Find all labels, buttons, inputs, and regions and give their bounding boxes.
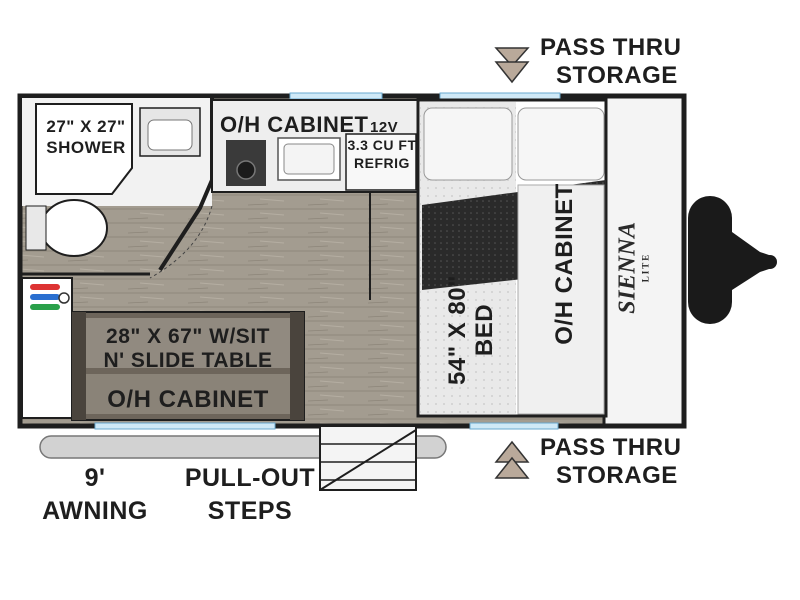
pass-thru-top-line1: PASS THRU	[540, 34, 682, 61]
awning-label: 9' AWNING	[30, 466, 160, 524]
pillow-right	[517, 107, 605, 181]
dinette	[71, 311, 305, 421]
pull-out-steps	[319, 425, 417, 491]
pass-thru-bottom-line1: PASS THRU	[540, 434, 682, 461]
shower-line2: SHOWER	[46, 138, 126, 157]
front-cap	[602, 94, 686, 428]
pass-thru-arrow-top	[494, 47, 530, 84]
oh-cabinet-front-label: O/H CABINET	[551, 183, 578, 345]
propane-tank	[688, 196, 732, 324]
window-bottom-left	[94, 422, 276, 430]
steps-line2: STEPS	[207, 497, 293, 525]
window-bottom-right	[469, 422, 559, 430]
kitchen-counter	[211, 99, 423, 193]
refrig-voltage-label: 12V	[370, 119, 399, 136]
awning-line2: AWNING	[42, 497, 148, 525]
bed-line1: 54" X 80"	[444, 275, 471, 385]
bed-line2: BED	[471, 303, 498, 357]
bathroom-door	[158, 179, 214, 272]
dinette-line1: 28" X 67" W/SIT	[106, 325, 270, 348]
pass-thru-bottom-line2: STORAGE	[556, 462, 678, 489]
window-top-left	[289, 92, 383, 100]
hitch	[688, 196, 777, 324]
refrig-size-label: 3.3 CU FT	[347, 137, 417, 153]
oh-cabinet-dinette-label: O/H CABINET	[107, 386, 269, 413]
refrigerator	[345, 133, 417, 191]
toilet	[40, 199, 108, 257]
steps-line1: PULL-OUT	[184, 464, 316, 492]
bed-label: 54" X 80" BED	[444, 265, 498, 395]
bathroom	[22, 98, 214, 279]
awning-line1: 9'	[84, 464, 106, 492]
oh-cabinet-top-label: O/H CABINET	[220, 112, 369, 137]
shower-label: 27" X 27" SHOWER	[36, 118, 136, 156]
brand-sub-text: LITE	[640, 252, 651, 283]
dinette-line2: N' SLIDE TABLE	[103, 349, 273, 372]
pass-thru-bottom-label: PASS THRU STORAGE	[540, 436, 700, 488]
dinette-label: 28" X 67" W/SIT N' SLIDE TABLE	[80, 326, 296, 371]
pass-thru-top-label: PASS THRU STORAGE	[540, 36, 700, 88]
bed-area	[416, 98, 608, 418]
pass-thru-arrow-bottom	[494, 440, 530, 479]
brand-logo: SIENNA LITE	[614, 213, 651, 323]
brand-logo-text: SIENNA	[614, 221, 641, 314]
pillow-left	[423, 107, 513, 181]
side-panel	[21, 277, 73, 419]
steps-label: PULL-OUT STEPS	[170, 466, 330, 524]
shower	[35, 103, 133, 195]
pass-thru-top-line2: STORAGE	[556, 62, 678, 89]
refrig-name-label: REFRIG	[354, 155, 410, 171]
shower-line1: 27" X 27"	[46, 117, 126, 136]
window-top-right	[439, 92, 561, 100]
